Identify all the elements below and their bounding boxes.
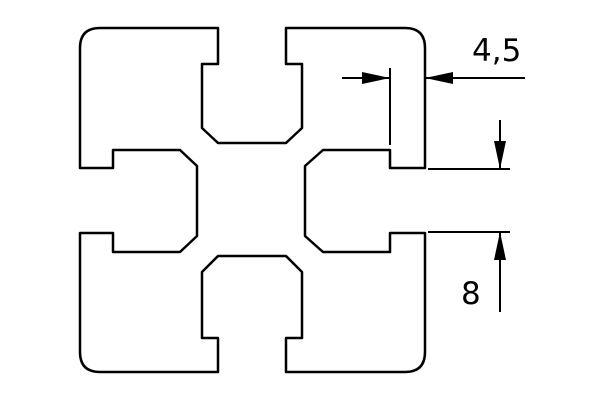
slot-opening-label: 8 xyxy=(461,276,481,312)
arrow-down-pointing xyxy=(494,141,506,169)
arrow-up-pointing xyxy=(494,232,506,260)
profile-outline xyxy=(78,26,427,374)
arrow-right-pointing xyxy=(362,72,390,84)
arrow-left-pointing xyxy=(425,72,453,84)
slot-opening-dimension: 8 xyxy=(428,120,510,312)
wall-thickness-dimension: 4,5 xyxy=(342,33,525,145)
wall-thickness-label: 4,5 xyxy=(472,33,521,69)
